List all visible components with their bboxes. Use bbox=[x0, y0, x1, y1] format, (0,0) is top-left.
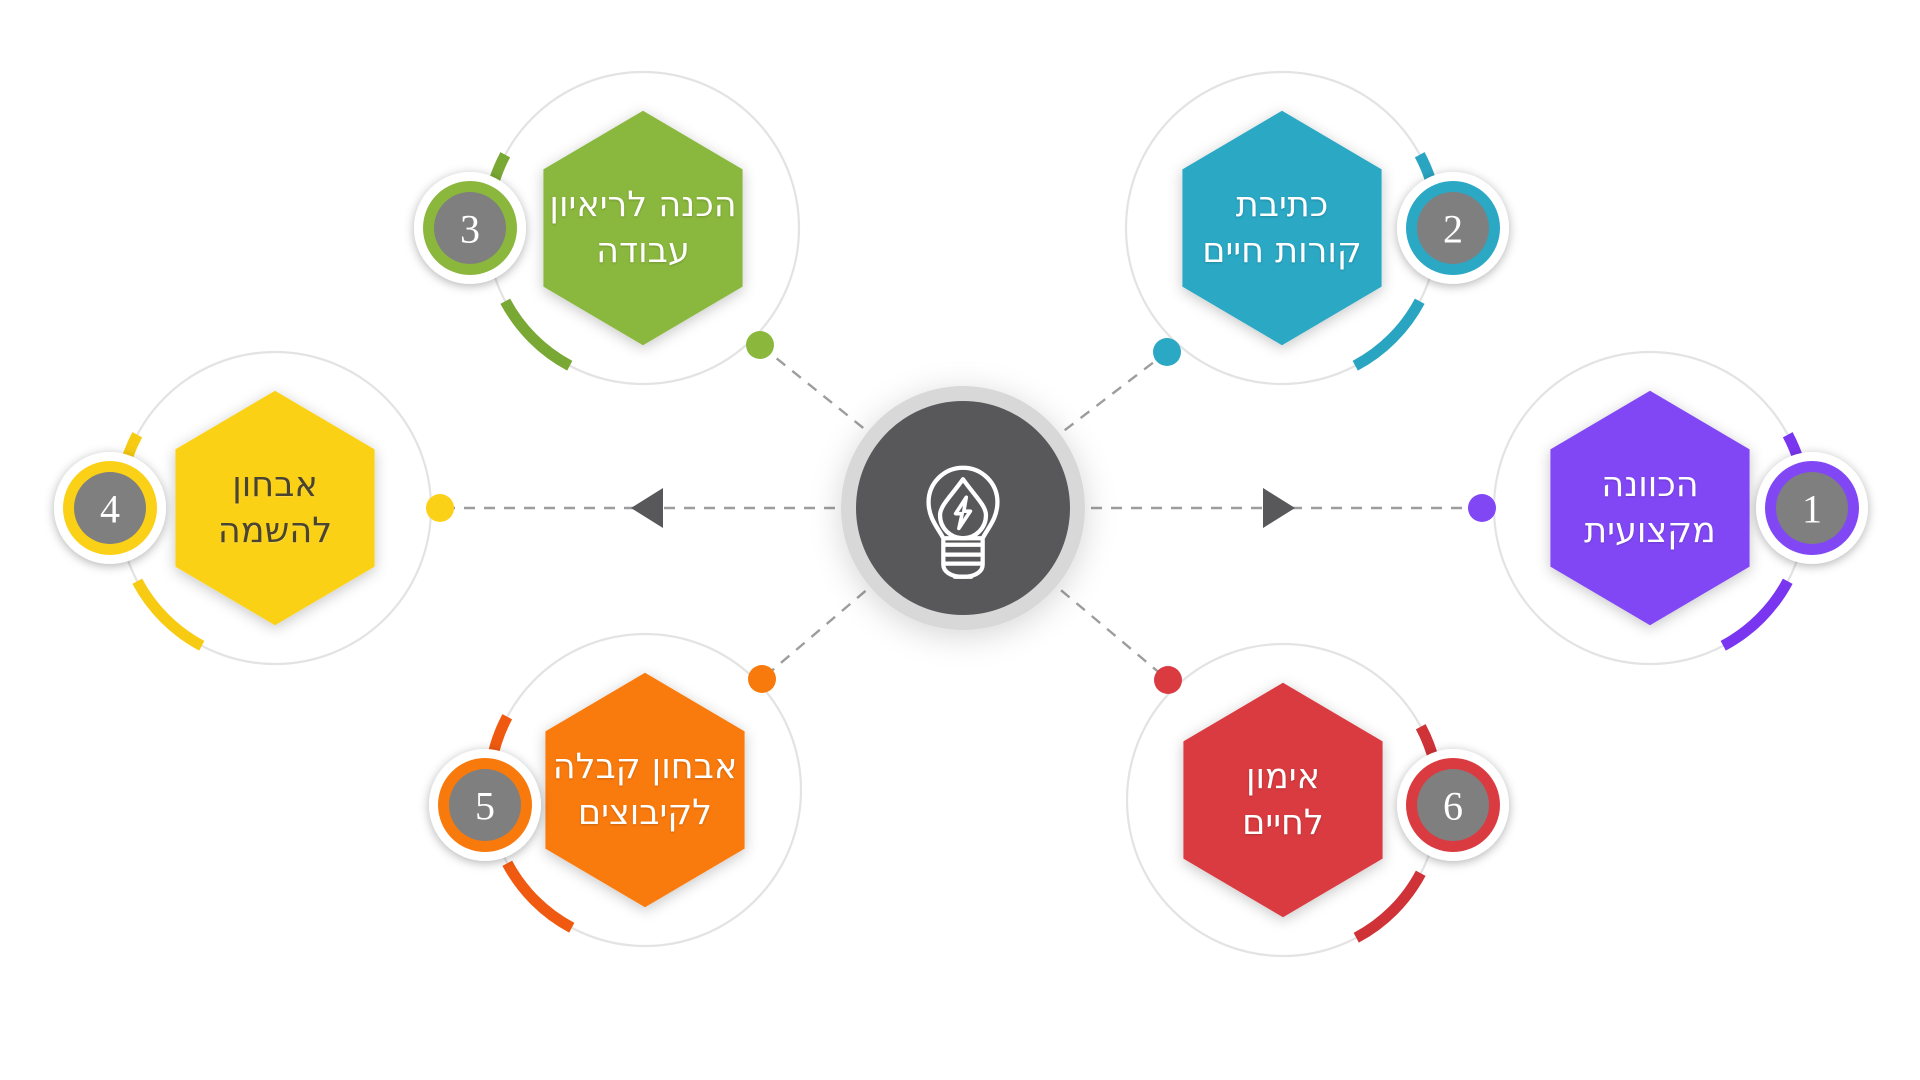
badge-disc-3[interactable] bbox=[434, 192, 506, 264]
node-hexagon-6[interactable] bbox=[1183, 682, 1383, 918]
node-dot-6 bbox=[1154, 666, 1182, 694]
badge-disc-5[interactable] bbox=[449, 769, 521, 841]
node-hexagon-3[interactable] bbox=[543, 110, 743, 346]
connector-line-2 bbox=[1063, 351, 1168, 432]
node-dot-2 bbox=[1153, 338, 1181, 366]
connector-arrowhead-4 bbox=[631, 488, 663, 528]
node-arc-6-2 bbox=[1353, 870, 1426, 943]
node-badges-layer bbox=[54, 172, 1868, 861]
connector-layer bbox=[440, 344, 1482, 681]
node-dot-5 bbox=[748, 665, 776, 693]
node-arc-1-2 bbox=[1720, 578, 1793, 651]
node-dot-1 bbox=[1468, 494, 1496, 522]
connector-arrowhead-1 bbox=[1263, 488, 1295, 528]
center-node[interactable] bbox=[841, 386, 1085, 630]
node-dot-4 bbox=[426, 494, 454, 522]
node-hexagon-5[interactable] bbox=[545, 672, 745, 908]
badge-disc-1[interactable] bbox=[1776, 472, 1848, 544]
badge-disc-2[interactable] bbox=[1417, 192, 1489, 264]
node-dot-3 bbox=[746, 331, 774, 359]
node-hexagon-1[interactable] bbox=[1550, 390, 1750, 626]
node-arc-3-2 bbox=[500, 298, 573, 371]
node-arc-4-2 bbox=[132, 578, 205, 651]
node-arc-2-2 bbox=[1352, 298, 1425, 371]
connector-line-3 bbox=[759, 344, 864, 429]
lightbulb-bolt-icon bbox=[926, 465, 1000, 579]
badge-disc-6[interactable] bbox=[1417, 769, 1489, 841]
node-hexagon-4[interactable] bbox=[175, 390, 375, 626]
node-hexagon-2[interactable] bbox=[1182, 110, 1382, 346]
badge-disc-4[interactable] bbox=[74, 472, 146, 544]
connector-line-5 bbox=[761, 589, 867, 680]
node-hexagons-layer bbox=[175, 110, 1750, 918]
node-arc-5-2 bbox=[502, 860, 575, 933]
connector-line-6 bbox=[1060, 589, 1169, 681]
